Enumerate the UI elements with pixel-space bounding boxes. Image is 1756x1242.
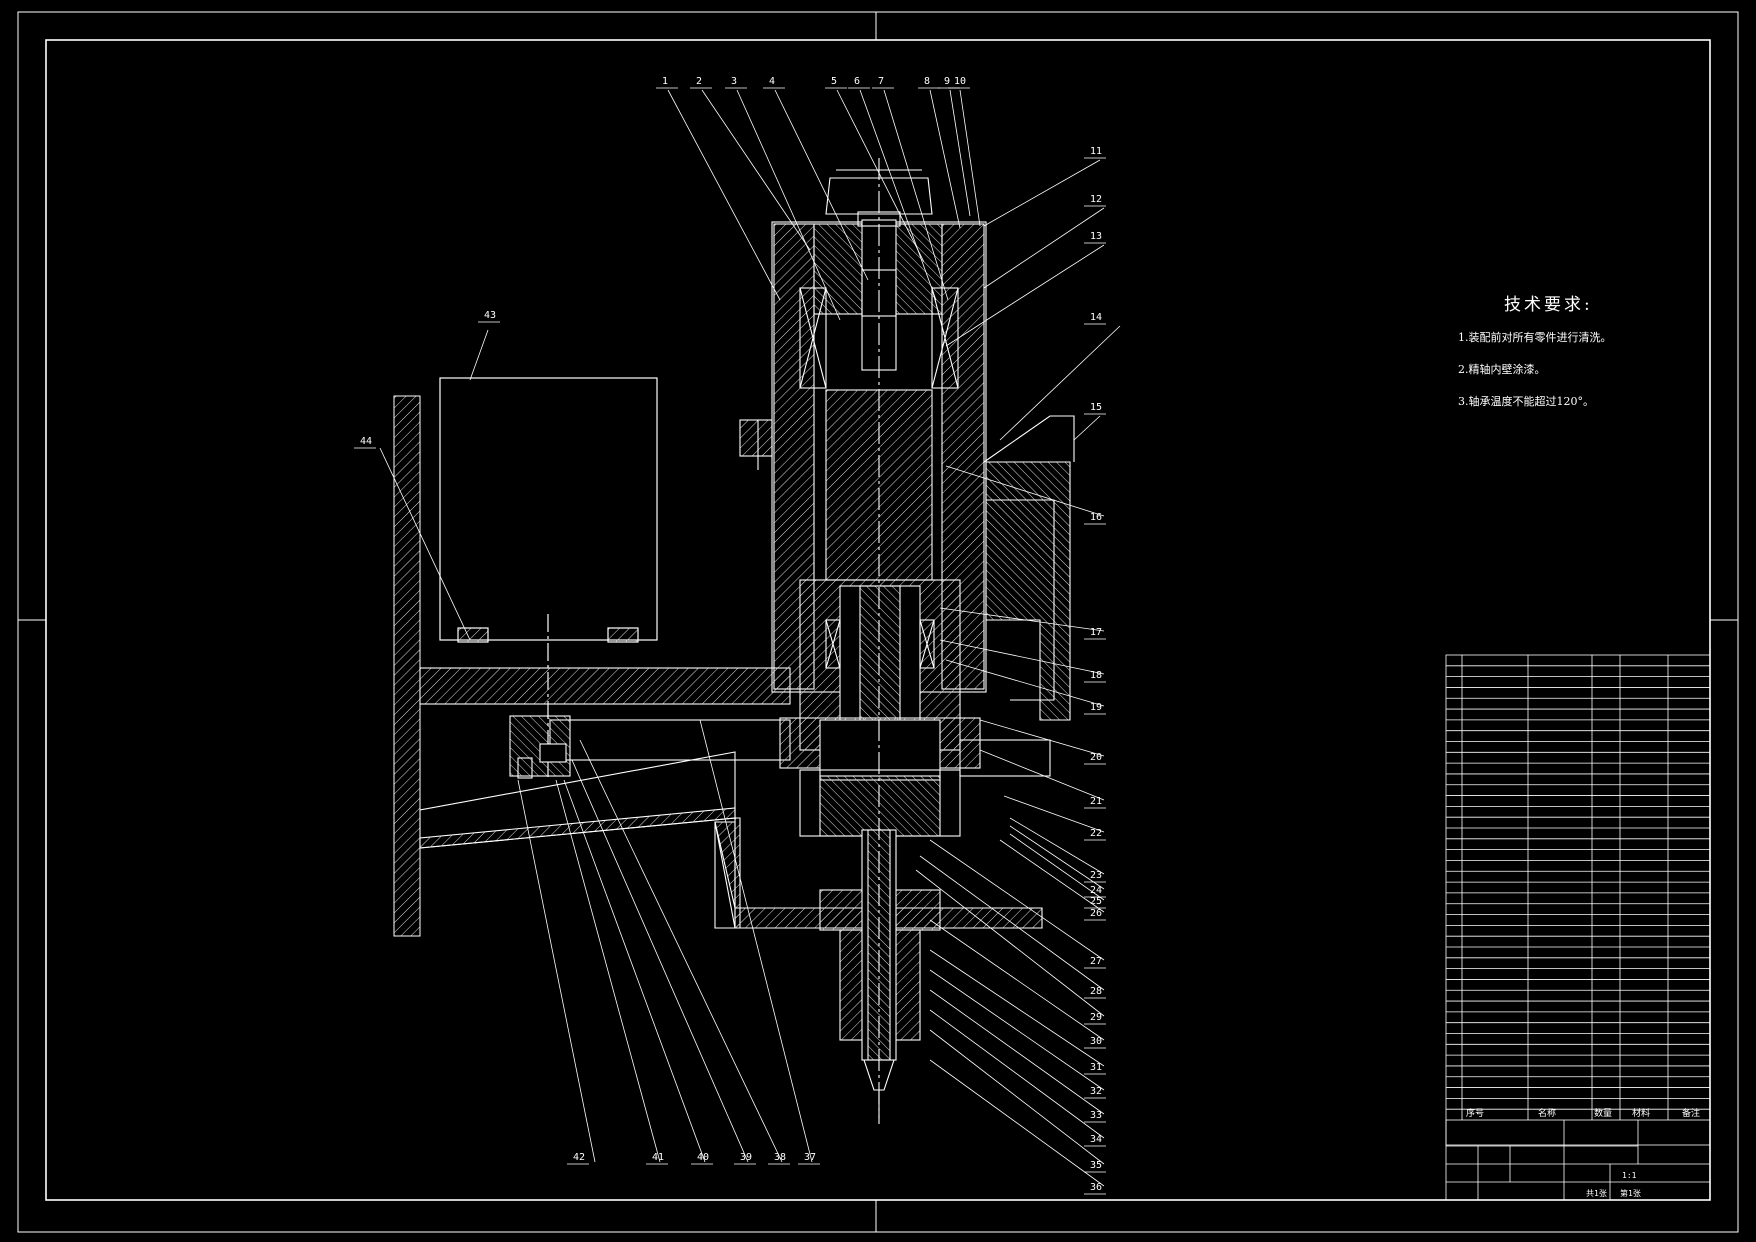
- balloon-1: 1: [662, 76, 668, 87]
- scale-text: 1:1: [1622, 1171, 1637, 1180]
- balloon-37: 37: [804, 1152, 816, 1163]
- sheet-number: 第1张: [1620, 1188, 1641, 1198]
- balloon-7: 7: [878, 76, 884, 87]
- sheet-total: 共1张: [1586, 1189, 1607, 1198]
- sheet-border: [17, 11, 1739, 1233]
- balloon-27: 27: [1090, 956, 1102, 967]
- balloon-14: 14: [1090, 312, 1102, 323]
- wall-plate: [393, 395, 421, 937]
- balloon-13: 13: [1090, 231, 1102, 242]
- bom-table: [1445, 654, 1711, 1146]
- balloon-39: 39: [740, 1152, 752, 1163]
- balloon-25: 25: [1090, 896, 1102, 907]
- balloon-17: 17: [1090, 627, 1102, 638]
- balloon-22: 22: [1090, 828, 1102, 839]
- balloon-23: 23: [1090, 870, 1102, 881]
- balloon-19: 19: [1090, 702, 1102, 713]
- balloon-30: 30: [1090, 1036, 1102, 1047]
- bom-header-material: 材料: [1632, 1107, 1650, 1119]
- balloon-11: 11: [1090, 146, 1102, 157]
- balloon-18: 18: [1090, 670, 1102, 681]
- balloon-20: 20: [1090, 752, 1102, 763]
- bom-header-name: 名称: [1538, 1107, 1556, 1119]
- balloon-6: 6: [854, 76, 860, 87]
- bom-header-qty: 数量: [1594, 1107, 1612, 1119]
- balloon-9: 9: [944, 76, 950, 87]
- balloon-35: 35: [1090, 1160, 1102, 1171]
- balloon-10: 10: [954, 76, 966, 87]
- bom-header-remark: 备注: [1682, 1107, 1700, 1119]
- motor: [439, 377, 658, 780]
- balloon-38: 38: [774, 1152, 786, 1163]
- title-block: [1445, 1119, 1711, 1201]
- balloon-43: 43: [484, 310, 496, 321]
- balloon-15: 15: [1090, 402, 1102, 413]
- balloon-2: 2: [696, 76, 702, 87]
- balloon-28: 28: [1090, 986, 1102, 997]
- balloon-40: 40: [697, 1152, 709, 1163]
- note-line-1: 1.装配前对所有零件进行清洗。: [1458, 331, 1612, 344]
- note-line-2: 2.精轴内壁涂漆。: [1458, 363, 1546, 376]
- balloon-41: 41: [652, 1152, 664, 1163]
- balloon-16: 16: [1090, 512, 1102, 523]
- balloon-4: 4: [769, 76, 775, 87]
- balloon-31: 31: [1090, 1062, 1102, 1073]
- balloon-24: 24: [1090, 885, 1102, 896]
- balloon-29: 29: [1090, 1012, 1102, 1023]
- leader-lines: [379, 89, 1121, 1187]
- notes-title: 技术要求:: [1504, 295, 1593, 315]
- balloon-8: 8: [924, 76, 930, 87]
- balloon-33: 33: [1090, 1110, 1102, 1121]
- bom-header-no: 序号: [1466, 1107, 1484, 1119]
- balloon-34: 34: [1090, 1134, 1102, 1145]
- bom-header: 序号 名称 数量 材料 备注: [1466, 1107, 1700, 1119]
- balloon-32: 32: [1090, 1086, 1102, 1097]
- balloon-12: 12: [1090, 194, 1102, 205]
- balloon-3: 3: [731, 76, 737, 87]
- support-arm: [419, 667, 1043, 929]
- balloon-26: 26: [1090, 908, 1102, 919]
- spindle-housing: [739, 158, 1075, 1124]
- balloon-21: 21: [1090, 796, 1102, 807]
- balloon-36: 36: [1090, 1182, 1102, 1193]
- technical-requirements: 技术要求: 1.装配前对所有零件进行清洗。 2.精轴内壁涂漆。 3.轴承温度不能…: [1458, 290, 1612, 425]
- note-line-3: 3.轴承温度不能超过120°。: [1458, 395, 1594, 408]
- balloon-44: 44: [360, 436, 372, 447]
- balloon-42: 42: [573, 1152, 585, 1163]
- balloon-5: 5: [831, 76, 837, 87]
